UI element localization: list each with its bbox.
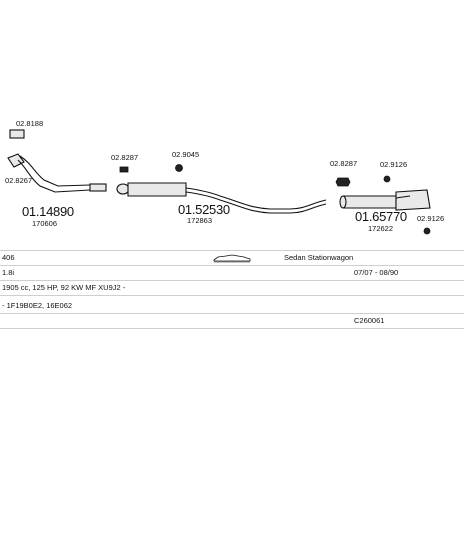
- divider: [0, 250, 464, 251]
- engine-value: 1.8i: [2, 268, 15, 277]
- clamp-e-icon[interactable]: [423, 227, 431, 235]
- catalog-code-value: C260061: [354, 316, 385, 325]
- exhaust-system-diagram: 02.8188 02.8267 01.14890 170606 02.8287 …: [5, 119, 444, 235]
- spec-value: 1905 cc, 125 HP, 92 KW MF XU9J2 -: [2, 283, 126, 292]
- pipe2-code-label: 01.52530: [178, 202, 230, 217]
- clamp-d-label: 02.9126: [380, 160, 407, 169]
- clip-left-label: 02.8267: [5, 176, 32, 185]
- info-row-spec: 1905 cc, 125 HP, 92 KW MF XU9J2 -: [0, 280, 464, 295]
- clamp-d-icon[interactable]: [383, 175, 391, 183]
- front-pipe-part[interactable]: [7, 129, 107, 193]
- middle-pipe-b: [219, 195, 327, 210]
- rear-silencer-cap: [339, 195, 347, 209]
- middle-pipe-a: [185, 187, 221, 197]
- divider: [0, 328, 464, 329]
- divider: [0, 295, 464, 296]
- clip-box-shape: [9, 129, 25, 139]
- pipe3-code-label: 01.65770: [355, 209, 407, 224]
- gasket-a-label: 02.8287: [111, 153, 138, 162]
- middle-pipe-c: [185, 191, 327, 214]
- divider: [0, 265, 464, 266]
- model-value: 406: [2, 253, 15, 262]
- period-value: 07/07 - 08/90: [354, 268, 399, 277]
- clip-top-label: 02.8188: [16, 119, 43, 128]
- vehicle-info-table: 406 Sedan Stationwagon 1.8i 07/07 - 08/9…: [0, 250, 464, 550]
- front-pipe-tube: [17, 159, 91, 193]
- pipe1-code-label: 01.14890: [22, 204, 74, 219]
- divider: [0, 313, 464, 314]
- pipe-end-joint: [89, 183, 107, 192]
- divider: [0, 280, 464, 281]
- gasket-a-icon[interactable]: [119, 166, 129, 173]
- info-row-model: 406 Sedan Stationwagon: [0, 250, 464, 265]
- body-type-value: Sedan Stationwagon: [284, 253, 354, 262]
- pipe2-oe-label: 172863: [187, 216, 212, 225]
- clamp-e-label: 02.9126: [417, 214, 444, 223]
- middle-silencer-body: [127, 182, 187, 197]
- info-row-engine-codes: - 1F19B0E2, 16E062: [0, 298, 464, 313]
- pipe3-oe-label: 172622: [368, 224, 393, 233]
- rear-tail-seam: [395, 195, 411, 199]
- gasket-c-label: 02.8287: [330, 159, 357, 168]
- car-icon: [213, 254, 251, 263]
- rear-silencer-body: [342, 195, 397, 209]
- engine-codes-value: - 1F19B0E2, 16E062: [2, 301, 73, 310]
- info-row-catalog: C260061: [0, 313, 464, 328]
- rear-tail-box: [395, 189, 431, 211]
- rear-silencer-part[interactable]: [339, 189, 431, 211]
- info-row-engine: 1.8i 07/07 - 08/90: [0, 265, 464, 280]
- gasket-c-icon[interactable]: [335, 177, 351, 187]
- middle-silencer-part[interactable]: [116, 182, 327, 214]
- gasket-b-icon[interactable]: [175, 164, 183, 172]
- pipe1-oe-label: 170606: [32, 219, 57, 228]
- flange-shape: [7, 153, 25, 168]
- middle-inlet-ring: [116, 183, 130, 195]
- gasket-b-label: 02.9045: [172, 150, 199, 159]
- front-pipe-tube-back: [19, 155, 91, 187]
